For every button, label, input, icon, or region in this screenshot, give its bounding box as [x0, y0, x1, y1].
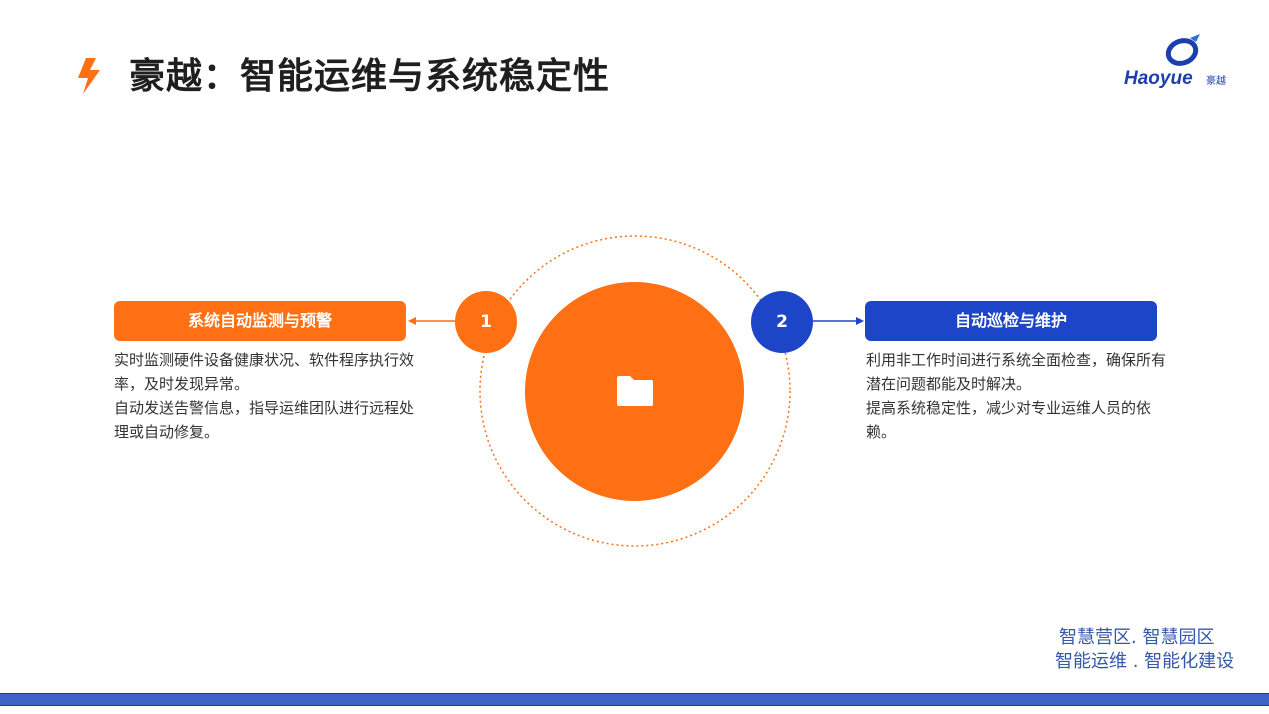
haoyue-logo-mark: [1165, 34, 1200, 66]
logo-cn-mark: 豪越: [1206, 74, 1226, 87]
desc-line: 利用非工作时间进行系统全面检查，确保所有潜在问题都能及时解决。: [866, 351, 1167, 393]
desc-line: 自动发送告警信息，指导运维团队进行远程处理或自动修复。: [114, 399, 415, 441]
step-badge-2: 2: [751, 291, 813, 353]
footer-bar: [0, 693, 1269, 706]
slogan-line-1: 智慧营区. 智慧园区: [1059, 627, 1215, 648]
lightning-icon: [78, 58, 100, 94]
step-badge-1: 1: [455, 291, 517, 353]
desc-line: 提高系统稳定性，减少对专业运维人员的依赖。: [866, 399, 1152, 441]
item-desc-monitoring: 实时监测硬件设备健康状况、软件程序执行效率，及时发现异常。 自动发送告警信息，指…: [114, 348, 414, 444]
folder-icon: [617, 376, 653, 406]
haoyue-logo: Haoyue 豪越: [1124, 34, 1226, 89]
page-title: 豪越：智能运维与系统稳定性: [129, 56, 611, 97]
logo-wordmark: Haoyue: [1124, 68, 1193, 89]
desc-line: 实时监测硬件设备健康状况、软件程序执行效率，及时发现异常。: [114, 351, 415, 393]
item-title-inspection: 自动巡检与维护: [865, 301, 1157, 341]
dotted-ring: [479, 235, 791, 547]
connector-left: [408, 317, 455, 325]
connector-right: [813, 317, 864, 325]
item-title-monitoring: 系统自动监测与预警: [114, 301, 406, 341]
item-desc-inspection: 利用非工作时间进行系统全面检查，确保所有潜在问题都能及时解决。 提高系统稳定性，…: [866, 348, 1166, 444]
slogan-line-2: 智能运维 . 智能化建设: [1055, 651, 1235, 672]
center-circle: [525, 282, 744, 501]
